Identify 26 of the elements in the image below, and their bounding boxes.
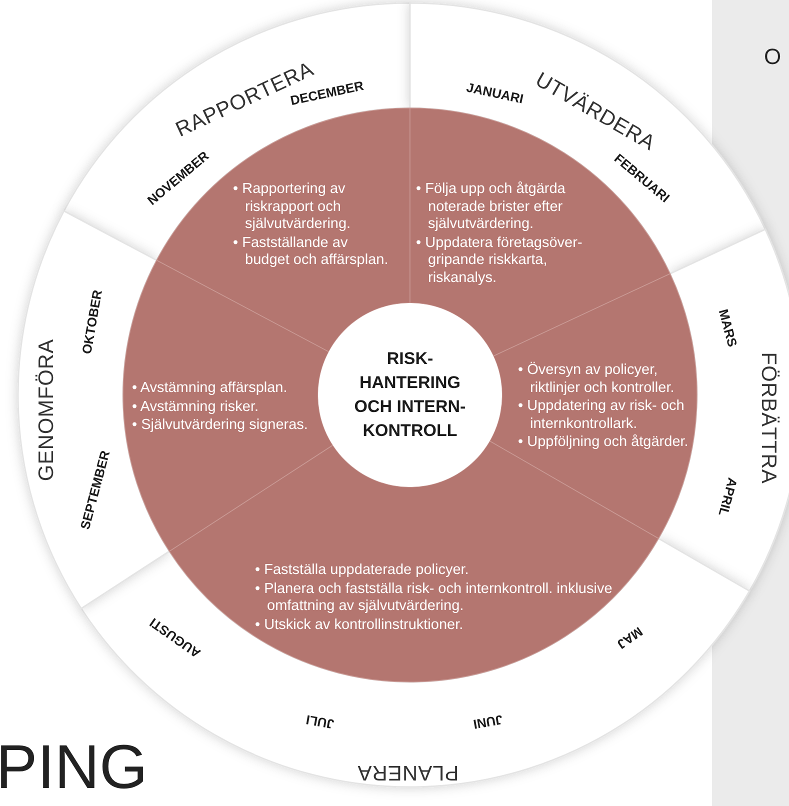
bullet-item: • Fastställa uppdaterade policyer. [255,562,470,580]
month-label: OKTOBER [79,288,105,356]
phase-label: GENOMFÖRA [35,338,59,482]
month-label: MARS [716,308,740,348]
bullet-item: • Uppföljning och åtgärder. [518,434,690,452]
bullet-item: • Följa upp och åtgärda noterade brister efter självutvärdering. [416,181,566,234]
phase-label: PLANERA [357,760,459,784]
heading-fragment: O [764,44,782,70]
month-label: JUNI [472,712,504,732]
month-label: JANUARI [465,80,525,106]
month-label: MAJ [614,624,646,652]
month-label: JULI [304,712,336,732]
month-label: APRIL [716,476,740,518]
phase-label: FÖRBÄTTRA [756,352,780,484]
center-title: RISK- HANTERING OCH INTERN- KONTROLL [353,348,467,442]
bullet-item: • Avstämning risker. [132,398,260,416]
heading-fragment: PING [0,732,148,803]
bullet-item: • Översyn av policyer, riktlinjer och kontroller. [518,362,676,397]
bullet-item: • Uppdatering av risk- och internkontrollark. [518,398,686,433]
bullet-item: • Fastställande av budget och affärsplan. [233,234,390,270]
bullet-item: • Planera och fastställa risk- och internkontroll. inklusive omfattning av självutvärdering. [255,580,614,616]
bullet-item: • Avstämning affärsplan. [132,380,288,398]
bullet-item: • Uppdatera företagsöver- gripande riskkarta, riskanalys. [416,234,584,287]
bullet-item: • Självutvärdering signeras. [132,417,309,434]
bullet-item: • Utskick av kontrollinstruktioner. [255,616,464,634]
bullet-item: • Rapportering av riskrapport och självutvärdering. [233,181,352,234]
